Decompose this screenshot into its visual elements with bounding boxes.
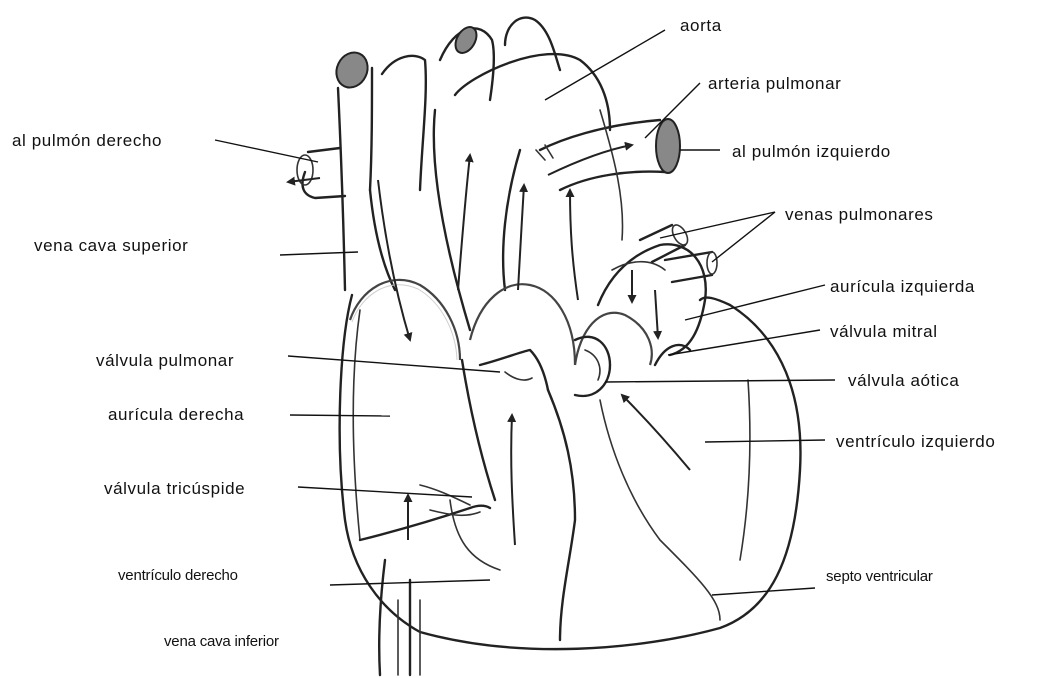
- aortic-arch: [455, 54, 610, 130]
- label-septo-ventricular: septo ventricular: [826, 568, 933, 585]
- svc-right-wall: [370, 190, 395, 290]
- flow-arrow-lv-up: [622, 395, 690, 470]
- leader-valvula-tricuspide: [298, 487, 472, 497]
- leader-vena-cava-superior: [280, 252, 358, 255]
- septum-inner: [600, 400, 720, 620]
- label-valvula-aortica: válvula aótica: [848, 371, 959, 391]
- superior-vena-cava: [338, 88, 345, 290]
- valve-ring-aortic: [575, 313, 652, 365]
- flow-arrow-aorta-up: [458, 155, 470, 290]
- superior-vena-cava-wall: [370, 68, 372, 190]
- label-vena-cava-inferior: vena cava inferior: [164, 633, 279, 650]
- label-vena-cava-superior: vena cava superior: [34, 236, 188, 256]
- leader-valvula-mitral: [668, 330, 820, 355]
- label-auricula-izquierda: aurícula izquierda: [830, 277, 975, 297]
- septum-main: [548, 390, 575, 640]
- pulmonary-valve: [480, 350, 548, 390]
- aortic-valve-cusps: [585, 350, 600, 380]
- leader-auricula-derecha: [290, 415, 390, 416]
- pulmonary-trunk: [540, 120, 660, 150]
- leader-aorta: [545, 30, 665, 100]
- septum: [462, 360, 495, 500]
- tricuspid-valve: [360, 506, 490, 540]
- label-valvula-mitral: válvula mitral: [830, 322, 938, 342]
- label-aorta: aorta: [680, 16, 722, 36]
- pulmonary-valve-cusp: [505, 372, 532, 380]
- flow-arrow-vein-2: [655, 290, 658, 338]
- leader-septo-ventricular: [712, 588, 815, 595]
- flow-arrow-pulmonary: [548, 145, 632, 175]
- heart-left-edge: [353, 310, 360, 540]
- pulmonary-vein-lower-end: [707, 252, 717, 274]
- flow-arrow-aorta-up-2: [518, 185, 524, 290]
- leader-valvula-aortica: [605, 380, 835, 382]
- flow-arrow-rv-up: [511, 415, 515, 545]
- pulmonary-trunk-lower: [560, 172, 665, 190]
- septum-inner-2: [450, 500, 500, 570]
- label-auricula-derecha: aurícula derecha: [108, 405, 244, 425]
- label-ventriculo-derecho: ventrículo derecho: [118, 567, 238, 584]
- left-pulmonary-opening: [656, 119, 680, 173]
- right-pulmonary-branch: [302, 148, 345, 198]
- leader-valvula-pulmonar: [288, 356, 500, 372]
- leader-pulmon-derecho: [215, 140, 318, 162]
- label-ventriculo-izquierdo: ventrículo izquierdo: [836, 432, 995, 452]
- upper-vessel-left: [382, 56, 426, 190]
- label-venas-pulmonares: venas pulmonares: [785, 205, 934, 225]
- label-valvula-pulmonar: válvula pulmonar: [96, 351, 234, 371]
- label-pulmon-derecho: al pulmón derecho: [12, 131, 162, 151]
- heart-outline: [340, 295, 801, 649]
- label-valvula-tricuspide: válvula tricúspide: [104, 479, 245, 499]
- aorta-inner-2: [503, 150, 520, 290]
- heart-right-wall: [740, 380, 750, 560]
- inferior-vena-cava: [379, 560, 410, 675]
- label-arteria-pulmonar: arteria pulmonar: [708, 74, 841, 94]
- leader-ventriculo-izquierdo: [705, 440, 825, 442]
- flow-arrow-la-right: [570, 190, 578, 300]
- label-pulmon-izquierdo: al pulmón izquierdo: [732, 142, 891, 162]
- superior-vena-cava-opening: [331, 47, 373, 92]
